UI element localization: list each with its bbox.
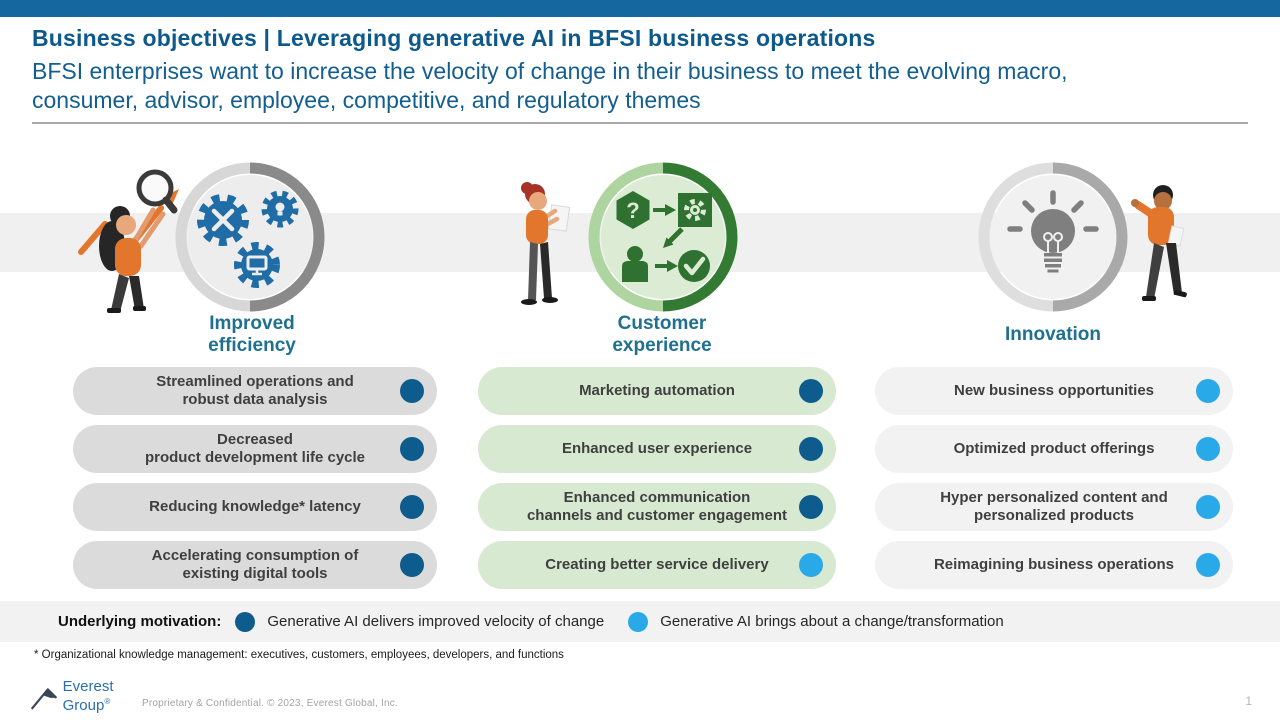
motivation-dot <box>400 495 424 519</box>
objective-pill: Decreased product development life cycle <box>73 425 437 473</box>
objective-pill: Reimagining business operations <box>875 541 1233 589</box>
person-illustration-analyst <box>78 169 179 313</box>
page-title: Business objectives | Leveraging generat… <box>32 25 876 51</box>
motivation-dot <box>1196 379 1220 403</box>
legend-entry: Generative AI brings about a change/tran… <box>628 611 1004 632</box>
objective-text: Reducing knowledge* latency <box>149 498 361 515</box>
footnote: * Organizational knowledge management: e… <box>34 649 564 661</box>
motivation-dot <box>1196 495 1220 519</box>
motivation-dot <box>799 379 823 403</box>
improved-efficiency-circle <box>175 162 325 312</box>
motivation-dot <box>400 379 424 403</box>
confidentiality-notice: Proprietary & Confidential. © 2023, Ever… <box>142 698 398 709</box>
objective-text: Creating better service delivery <box>545 556 769 573</box>
objective-text: Enhanced user experience <box>561 440 753 457</box>
legend-label: Underlying motivation: <box>58 613 222 630</box>
objective-pill: Enhanced user experience <box>478 425 836 473</box>
everest-group-logo: Everest Group® <box>30 679 150 713</box>
column-customer-experience: ? <box>468 150 848 595</box>
customer-experience-circle: ? <box>588 162 738 312</box>
light-blue-dot-icon <box>628 611 649 632</box>
column-label-customer-experience: Customer experience <box>612 313 712 356</box>
page-subtitle: BFSI enterprises want to increase the ve… <box>32 58 1068 113</box>
top-accent-bar <box>0 0 1280 17</box>
objective-pill: Enhanced communication channels and cust… <box>478 483 836 531</box>
column-label-improved-efficiency: Improved efficiency <box>208 313 296 356</box>
person-illustration-reader <box>521 182 571 305</box>
objective-text: Enhanced communication channels and cust… <box>526 489 788 524</box>
mountain-logo-icon <box>30 688 58 710</box>
objective-pill: Optimized product offerings <box>875 425 1233 473</box>
motivation-dot <box>799 495 823 519</box>
dark-blue-dot-icon <box>235 611 256 632</box>
motivation-dot <box>799 553 823 577</box>
objective-text: Reimagining business operations <box>933 556 1175 573</box>
page-number: 1 <box>1245 694 1252 708</box>
legend-entry: Generative AI delivers improved velocity… <box>235 611 605 632</box>
lightbulb-icon <box>1007 190 1099 273</box>
objective-pill: Reducing knowledge* latency <box>73 483 437 531</box>
objective-pill: Marketing automation <box>478 367 836 415</box>
objective-pill: Hyper personalized content and personali… <box>875 483 1233 531</box>
objective-text: Optimized product offerings <box>953 440 1155 457</box>
objective-pill: Creating better service delivery <box>478 541 836 589</box>
objective-pill: New business opportunities <box>875 367 1233 415</box>
column-label-innovation: Innovation <box>1004 324 1102 345</box>
objective-text: Streamlined operations and robust data a… <box>156 373 354 408</box>
objective-text: Decreased product development life cycle <box>144 431 366 466</box>
logo-wordmark: Everest Group® <box>62 678 114 714</box>
svg-text:?: ? <box>626 198 639 223</box>
column-improved-efficiency: Improved efficiency Streamlined operatio… <box>63 150 453 595</box>
motivation-dot <box>400 437 424 461</box>
motivation-dot <box>799 437 823 461</box>
legend-entry-text: Generative AI brings about a change/tran… <box>660 613 1004 630</box>
objective-text: Accelerating consumption of existing dig… <box>151 547 359 582</box>
objective-text: Hyper personalized content and personali… <box>940 489 1168 524</box>
legend-bar: Underlying motivation: Generative AI del… <box>0 601 1280 642</box>
motivation-dot <box>1196 437 1220 461</box>
motivation-dot <box>400 553 424 577</box>
column-innovation: Innovation New business opportunities Op… <box>865 150 1265 595</box>
objective-pill: Streamlined operations and robust data a… <box>73 367 437 415</box>
person-illustration-presenter <box>1131 185 1187 301</box>
gears-tools-icon <box>197 190 299 288</box>
innovation-circle <box>978 162 1128 312</box>
legend-entry-text: Generative AI delivers improved velocity… <box>267 613 605 630</box>
objective-pill: Accelerating consumption of existing dig… <box>73 541 437 589</box>
objective-text: New business opportunities <box>953 382 1155 399</box>
header-divider <box>32 122 1248 124</box>
motivation-dot <box>1196 553 1220 577</box>
objective-text: Marketing automation <box>579 382 735 399</box>
ai-workflow-icon: ? <box>616 191 712 282</box>
